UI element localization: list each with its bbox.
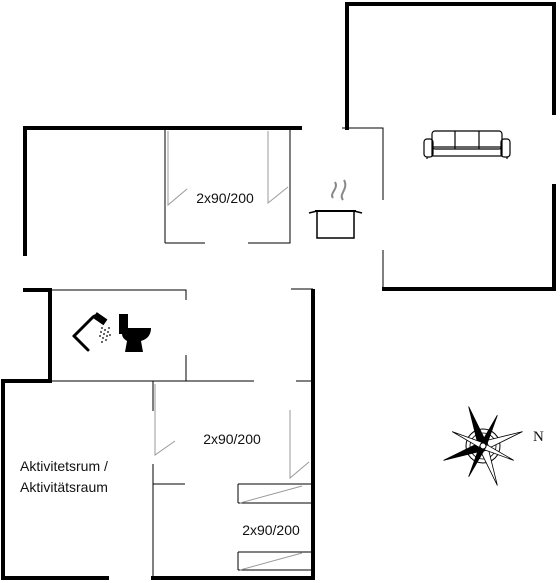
bedroom-mid-label: 2x90/200	[203, 431, 261, 447]
shower-icon	[72, 312, 111, 352]
cooking-pot-icon	[308, 179, 363, 239]
door-swings	[154, 131, 310, 571]
activity-room-label-line1: Aktivitetsrum /	[20, 458, 108, 474]
bedroom-top-label: 2x90/200	[196, 190, 254, 206]
toilet-icon	[119, 314, 151, 352]
bedroom-bottom-label: 2x90/200	[242, 522, 300, 538]
sofa-icon	[423, 130, 511, 159]
activity-room-label-line2: Aktivitätsraum	[20, 479, 108, 495]
interior-walls	[50, 127, 384, 578]
compass-rose-icon	[443, 406, 523, 486]
compass-north-label: N	[533, 429, 544, 445]
